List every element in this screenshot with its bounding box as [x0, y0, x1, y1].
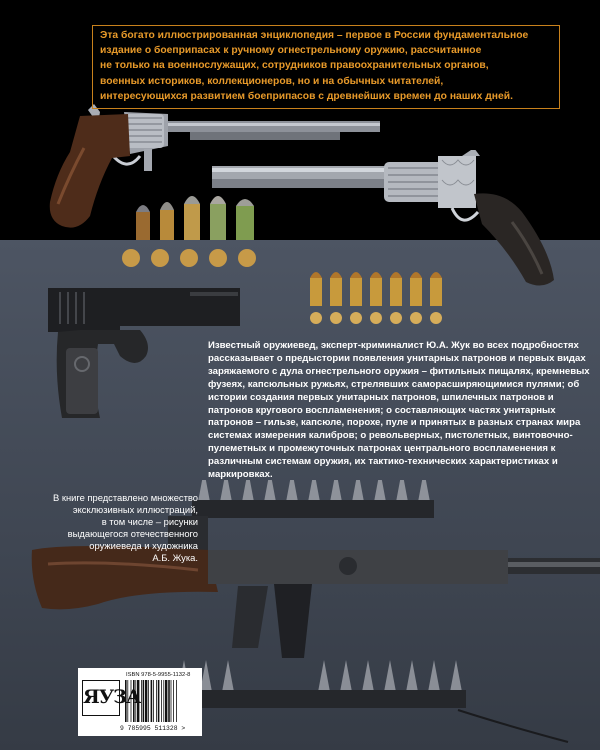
isbn-block: ЯУЗА ISBN 978-5-9955-1132-8 9 785995 511…: [78, 668, 202, 736]
machine-gun-illustration: [31, 480, 600, 743]
intro-line: не только на военнослужащих, сотрудников…: [100, 60, 489, 72]
note-line: выдающегося отечественного: [67, 528, 198, 539]
barcode-bar: [156, 680, 157, 722]
barcode-bar: [163, 680, 165, 722]
intro-line: военных историков, коллекционеров, но и …: [100, 75, 444, 87]
intro-frame: [92, 25, 560, 109]
intro-line: Эта богато иллюстрированная энциклопедия…: [100, 30, 529, 41]
isbn-number: ISBN 978-5-9955-1132-8: [126, 672, 191, 678]
note-line: В книге представлено множество: [53, 492, 198, 503]
lefaucheux-revolver-illustration: [212, 150, 554, 286]
barcode-bar: [153, 680, 154, 722]
barcode-bar: [141, 680, 142, 722]
barcode-bar: [173, 680, 174, 722]
barcode-bar: [145, 680, 148, 722]
note-line: в том числе – рисунки: [101, 516, 198, 527]
cartridges-row-2-illustration: [310, 272, 442, 324]
barcode-bar: [137, 680, 140, 722]
barcode-bar: [161, 680, 162, 722]
barcode-image: [125, 680, 177, 722]
cartridges-row-1-illustration: [122, 196, 256, 267]
barcode-bar: [168, 680, 170, 722]
barcode-bar: [170, 680, 172, 722]
note-line: эксклюзивных иллюстраций,: [72, 504, 198, 515]
barcode-bar: [148, 680, 149, 722]
publisher-logo: ЯУЗА: [82, 680, 141, 716]
barcode-bar: [157, 680, 160, 722]
barcode-bar: [130, 680, 132, 722]
barcode-bar: [142, 680, 145, 722]
barcode-bar: [133, 680, 135, 722]
pistol-illustration: [48, 288, 240, 418]
barcode-digits: 9 785995 511328 >: [120, 725, 186, 732]
barcode-bar: [125, 680, 127, 722]
barcode-bar: [176, 680, 177, 722]
barcode-bar: [150, 680, 153, 722]
colt-revolver-illustration: [49, 104, 380, 228]
note-line: А.Б. Жука.: [152, 552, 198, 563]
main-description: Известный оружиевед, эксперт-криминалист…: [208, 340, 590, 481]
illustrations-note: В книге представлено множество эксклюзив…: [28, 492, 198, 564]
intro-line: интересующихся развитием боеприпасов с д…: [100, 90, 513, 102]
barcode-bar: [165, 680, 168, 722]
barcode-bar: [135, 680, 137, 722]
note-line: оружиеведа и художника: [89, 540, 198, 551]
intro-text: Эта богато иллюстрированная энциклопедия…: [100, 28, 556, 104]
barcode-bar: [127, 680, 129, 722]
intro-line: издание о боеприпасах к ручному огнестре…: [100, 45, 482, 57]
